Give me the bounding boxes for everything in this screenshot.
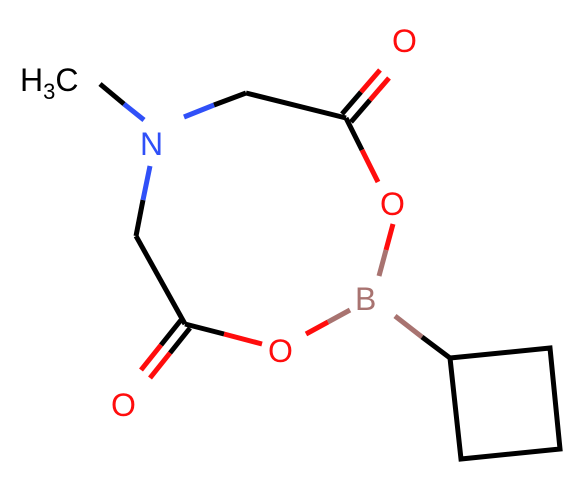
cyclobutyl-ring (447, 345, 563, 462)
bond-b-ringo-lower-red (304, 319, 330, 337)
bond-c-ringo-upper-red (359, 148, 381, 184)
bond-b-ringo-lower-boron (326, 307, 352, 325)
bond-n-ch2-upper-blue (183, 102, 215, 120)
carbonyl-oxygen-upper-label: O (392, 23, 417, 59)
bond-c-o-lower-a-red (139, 343, 163, 372)
bond-ringo-b-upper-boron (376, 249, 389, 277)
methyl-label: H3C (20, 62, 78, 104)
methyl-c: C (55, 62, 78, 98)
bond-c-o-upper-b-red (368, 76, 391, 102)
bond-methyl-n-black (98, 82, 126, 106)
bond-ch2-c-upper (245, 90, 347, 121)
ring-oxygen-lower-label: O (268, 333, 293, 369)
bond-c-o-upper-a-black (340, 90, 363, 116)
bond-ringo-c-lower-black (184, 321, 225, 337)
nitrogen-label: N (140, 126, 163, 162)
bond-c-o-lower-b-black (168, 326, 192, 355)
methyl-count: 3 (43, 79, 55, 104)
bond-c-ringo-upper-black (343, 116, 365, 152)
carbonyl-oxygen-lower-label: O (111, 387, 136, 423)
bond-b-cyclobutyl-black (420, 335, 452, 360)
bond-methyl-n-blue (122, 102, 146, 122)
bond-c-o-lower-b-red (148, 351, 172, 380)
bond-c-o-upper-a-red (359, 68, 382, 94)
bond-ch2-n-lower-black (133, 199, 146, 237)
bond-n-ch2-upper-black (213, 90, 247, 108)
bond-c-o-lower-a-black (159, 318, 183, 347)
atom-labels: H3C N O O B O O (20, 23, 417, 423)
bond-b-cyclobutyl-boron (393, 314, 424, 339)
methyl-h: H (20, 62, 43, 98)
bond-ringo-b-upper-red (383, 223, 396, 251)
bonds (98, 68, 563, 462)
bond-c-ch2-lower (133, 234, 188, 326)
boron-label: B (355, 281, 376, 317)
bond-c-o-upper-b-black (349, 98, 372, 124)
bond-ringo-c-lower-red (223, 331, 263, 347)
ring-oxygen-upper-label: O (380, 186, 405, 222)
bond-ch2-n-lower-blue (140, 165, 153, 201)
